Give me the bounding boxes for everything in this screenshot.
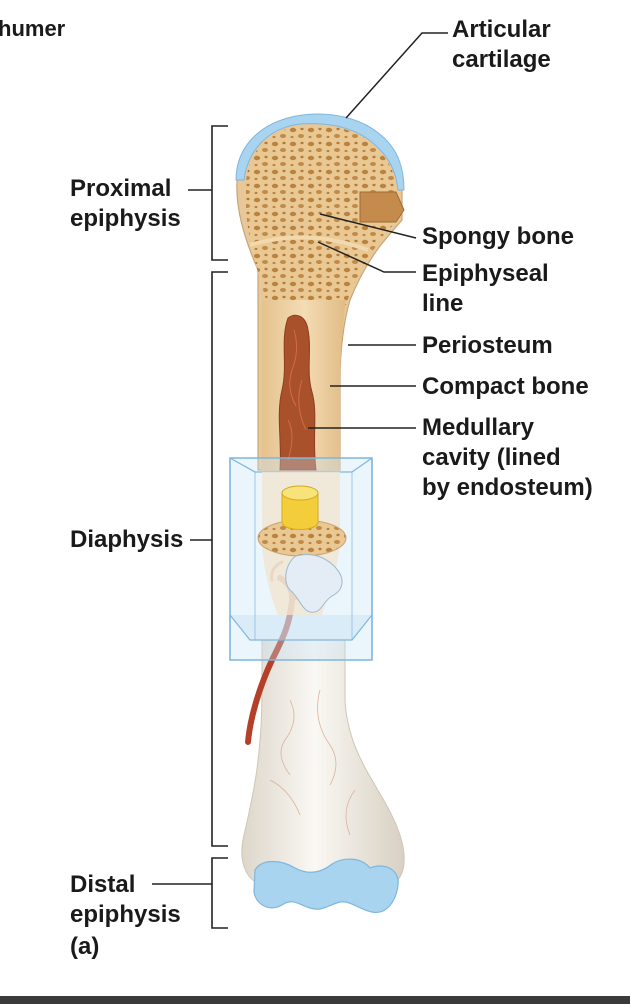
surface-vessels bbox=[269, 689, 356, 836]
distal-cartilage bbox=[253, 858, 399, 913]
label-medullary-cavity: Medullary cavity (lined by endosteum) bbox=[422, 414, 593, 501]
label-spongy-bone: Spongy bone bbox=[422, 223, 574, 250]
label-articular-cartilage: Articular cartilage bbox=[452, 16, 551, 73]
label-epiphyseal-line: Epiphyseal line bbox=[422, 260, 549, 317]
cutaway-notch bbox=[359, 191, 405, 223]
panel-label: (a) bbox=[70, 933, 100, 960]
bottom-bar bbox=[0, 996, 630, 1004]
endosteum-membrane bbox=[285, 553, 343, 613]
label-diaphysis: Diaphysis bbox=[70, 526, 184, 553]
marrow-vessels bbox=[287, 329, 307, 461]
proximal-cartilage bbox=[235, 113, 405, 191]
leader-lines bbox=[152, 32, 448, 885]
corner-text: humer bbox=[0, 16, 66, 41]
medullary-cavity bbox=[278, 314, 317, 471]
epiphyseal-line bbox=[249, 235, 369, 252]
label-proximal-epiphysis: Proximal epiphysis bbox=[70, 175, 181, 232]
label-distal-epiphysis: Distal epiphysis bbox=[70, 871, 181, 928]
bracket-distal-epiphysis bbox=[211, 857, 228, 929]
label-compact-bone: Compact bone bbox=[422, 373, 589, 400]
bracket-proximal-epiphysis bbox=[211, 125, 228, 261]
bracket-diaphysis bbox=[211, 271, 228, 847]
label-periosteum: Periosteum bbox=[422, 332, 553, 359]
